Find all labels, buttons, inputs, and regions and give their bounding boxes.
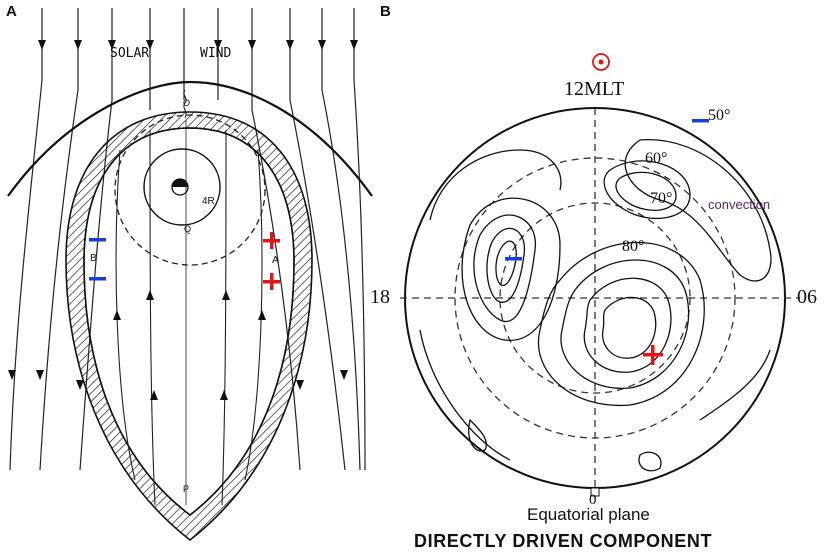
sun-icon	[592, 53, 610, 71]
lat-60-label: 60°	[645, 150, 668, 167]
point-q-label: Q	[184, 224, 192, 234]
plus-markers	[263, 232, 280, 290]
plus-marker-b	[643, 345, 663, 365]
convection-label: convection	[708, 197, 771, 212]
panel-b-letter: B	[380, 3, 391, 20]
right-mlt-label: 06	[797, 286, 817, 308]
solar-label: SOLAR	[110, 46, 150, 61]
equatorial-plane-label: Equatorial plane	[527, 505, 650, 524]
bow-shock-curve	[7, 80, 373, 197]
region-b-label: B	[90, 253, 97, 264]
wavy-line	[183, 89, 187, 119]
lat-70-label: 70°	[650, 190, 673, 207]
minus-marker-lower	[89, 277, 106, 281]
contour-lines	[419, 139, 772, 472]
lat-50-label: 50°	[708, 107, 731, 124]
internal-flow-lines	[115, 129, 263, 506]
left-mlt-label: 18	[370, 286, 390, 308]
radius-label: 4R	[202, 196, 215, 207]
minus-marker-b-left	[505, 257, 522, 261]
solar-wind-arrows	[8, 40, 358, 390]
minus-marker-b-top	[692, 119, 709, 123]
panel-a-magnetosphere	[7, 8, 373, 542]
internal-flow-arrows	[113, 290, 266, 400]
inner-lobe-outline	[83, 127, 295, 516]
wind-label: WIND	[200, 46, 232, 61]
dashed-orbit-circle	[114, 114, 266, 266]
region-a-label: A	[272, 255, 279, 266]
top-mlt-label: 12MLT	[564, 78, 625, 100]
earth-icon	[171, 178, 189, 196]
panel-a-letter: A	[6, 3, 17, 20]
point-o-label: O	[183, 98, 191, 108]
lat-80-label: 80°	[622, 238, 645, 255]
minus-markers	[89, 238, 106, 281]
earth-ring	[143, 148, 221, 226]
bottom-mlt-label: 0	[589, 492, 597, 508]
bottom-square-marker	[590, 487, 600, 497]
figure-title: DIRECTLY DRIVEN COMPONENT	[414, 531, 713, 551]
minus-marker-upper	[89, 238, 106, 242]
panel-b-polar-map	[400, 53, 800, 500]
point-p-label: P	[183, 484, 190, 494]
